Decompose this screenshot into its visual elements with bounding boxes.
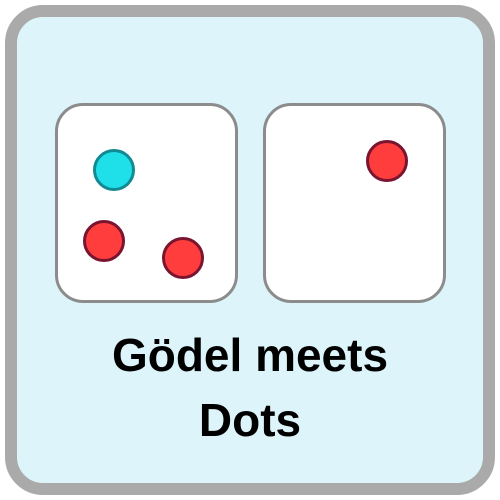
red-dot [366,140,408,182]
red-dot [83,220,125,262]
dot-panel-left[interactable] [55,103,238,303]
cyan-dot [93,149,135,191]
title-line-2: Dots [198,394,302,446]
title-line-1: Gödel meets [111,329,389,381]
red-dot [162,237,204,279]
dot-panel-right[interactable] [263,103,446,303]
